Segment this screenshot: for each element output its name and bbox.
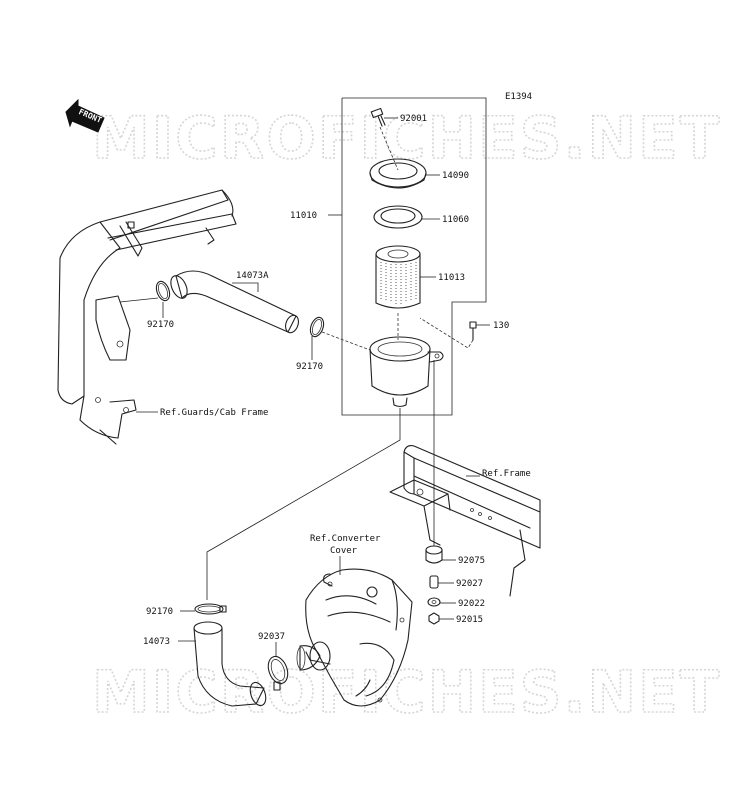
washer-92022-part	[427, 597, 456, 607]
label-92037: 92037	[258, 632, 285, 642]
label-14073A: 14073A	[236, 271, 269, 281]
label-11010: 11010	[290, 211, 317, 221]
diagram-code: E1394	[505, 92, 532, 102]
air-cleaner-housing-part	[369, 336, 444, 408]
watermark-top: MICROFICHES.NET	[92, 104, 721, 172]
duct-14073-part	[178, 621, 267, 707]
watermark-bottom: MICROFICHES.NET	[92, 658, 721, 726]
clamp-92170-lower-part	[180, 603, 227, 615]
label-converter-cover: Cover	[330, 546, 358, 556]
label-14073: 14073	[143, 637, 170, 647]
label-14090: 14090	[442, 171, 469, 181]
main-frame-part	[389, 360, 541, 597]
air-cleaner-assembly-bracket	[328, 97, 487, 416]
gasket-11060-part	[373, 205, 440, 229]
clamp-92170-top-part	[119, 280, 171, 318]
label-130: 130	[493, 321, 509, 331]
label-11060: 11060	[442, 215, 469, 225]
label-92022: 92022	[458, 599, 485, 609]
label-92170-lower: 92170	[146, 607, 173, 617]
label-92075: 92075	[458, 556, 485, 566]
clamp-92170-mid-part	[309, 316, 371, 360]
label-92015: 92015	[456, 615, 483, 625]
label-92170-mid: 92170	[296, 362, 323, 372]
collar-92027-part	[429, 575, 454, 589]
label-92001: 92001	[400, 114, 427, 124]
bolt-92001-part	[370, 107, 399, 171]
label-ref-converter: Ref.Converter	[310, 534, 381, 544]
leader-housing-to-lower-duct	[206, 408, 401, 600]
cab-frame-part	[57, 189, 237, 445]
bolt-130-part	[419, 317, 490, 349]
grommet-92075-part	[425, 545, 456, 564]
label-11013: 11013	[438, 273, 465, 283]
label-ref-frame: Ref.Frame	[482, 469, 531, 479]
clamp-92037-part	[267, 642, 321, 691]
duct-14073A-part	[170, 270, 299, 334]
filter-element-11013-part	[375, 245, 436, 340]
label-92027: 92027	[456, 579, 483, 589]
label-ref-guards: Ref.Guards/Cab Frame	[160, 408, 268, 418]
nut-92015-part	[428, 612, 454, 625]
cap-ring-14090-part	[369, 158, 440, 189]
label-92170-top: 92170	[147, 320, 174, 330]
